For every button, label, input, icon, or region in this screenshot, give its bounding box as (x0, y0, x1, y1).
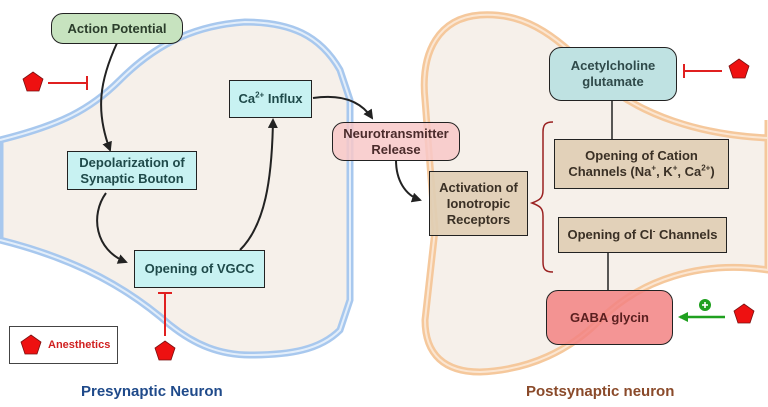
node-gaba-glycin: GABA glycin (546, 290, 673, 345)
inhibit-vgcc (158, 292, 172, 336)
arrow-ca-to-release (312, 95, 374, 120)
inhibit-acetylcholine (683, 64, 722, 78)
postsynaptic-label: Postsynaptic neuron (526, 383, 675, 400)
node-action-potential: Action Potential (51, 13, 183, 44)
node-acetylcholine-glutamate: Acetylcholine glutamate (549, 47, 677, 101)
arrow-vgcc-to-ca-influx (239, 118, 278, 251)
arrow-release-to-activation (395, 159, 422, 203)
arrow-depolarization-to-vgcc (96, 192, 128, 264)
inhibit-action-potential (48, 76, 88, 90)
anesthetic-pentagon-icon (733, 303, 755, 324)
legend: Anesthetics (9, 326, 118, 364)
receptor-bracket (529, 121, 554, 273)
presynaptic-label: Presynaptic Neuron (81, 383, 223, 400)
plus-icon (699, 299, 711, 311)
anesthetic-pentagon-icon (154, 340, 176, 361)
node-opening-cation-channels: Opening of Cation Channels (Na+, K+, Ca2… (554, 139, 729, 189)
node-neurotransmitter-release: Neurotransmitter Release (332, 122, 460, 161)
node-ca-influx: Ca2+ Influx (229, 80, 312, 118)
node-depolarization: Depolarization of Synaptic Bouton (67, 151, 197, 190)
node-activation-ionotropic: Activation of Ionotropic Receptors (429, 171, 528, 236)
legend-label: Anesthetics (48, 339, 111, 351)
legend-pentagon-icon (20, 334, 42, 355)
arrow-action-to-depolarization (100, 42, 118, 152)
node-opening-vgcc: Opening of VGCC (134, 250, 265, 288)
node-opening-cl-channels: Opening of Cl- Channels (558, 217, 727, 253)
anesthetic-pentagon-icon (728, 58, 750, 79)
anesthetic-pentagon-icon (22, 71, 44, 92)
